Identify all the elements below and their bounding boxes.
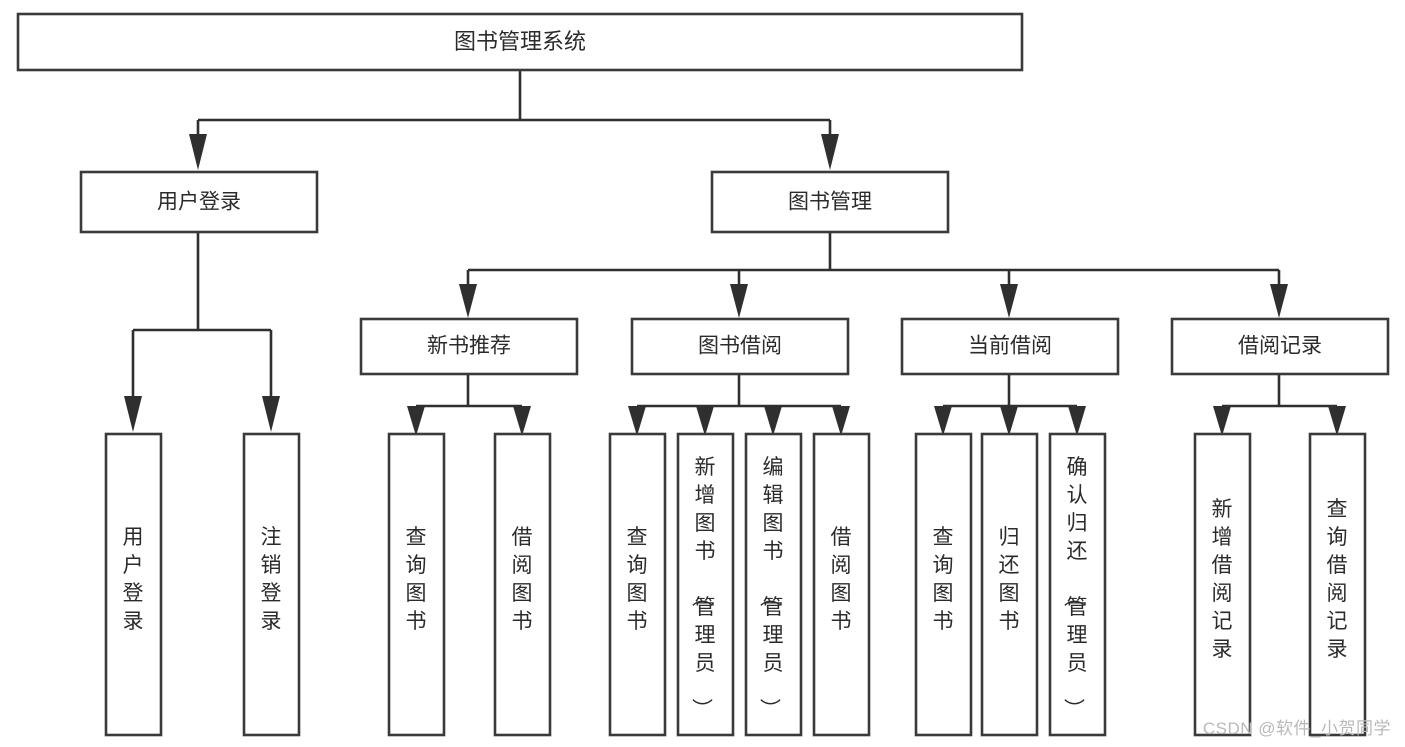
node-borrow-record[interactable]: 借阅记录 [1170,317,1390,376]
leaf-node-user-login-2-label: 注销登录 [261,526,282,633]
leaf-node-borrow-record-1-label: 新增借阅记录 [1212,498,1233,661]
leaf-node-book-borrow-3[interactable]: 编辑图书（管理员） [744,432,803,737]
leaf-node-borrow-record-1[interactable]: 新增借阅记录 [1193,432,1252,737]
arrowhead-current-borrow-leaf-1 [934,406,952,436]
leaf-node-book-borrow-2[interactable]: 新增图书（管理员） [676,432,735,737]
node-new-book-recommend[interactable]: 新书推荐 [359,317,579,376]
node-new-book-recommend-label: 新书推荐 [427,335,511,358]
leaf-node-user-login-2[interactable]: 注销登录 [242,432,301,737]
leaf-node-book-borrow-4-box[interactable] [812,432,871,737]
node-user-login-label: 用户登录 [157,191,241,214]
arrowhead-book-borrow-leaf-3 [764,406,782,436]
leaf-node-borrow-record-2-label: 查询借阅记录 [1327,498,1348,661]
leaf-node-user-login-1-box[interactable] [104,432,163,737]
leaf-node-new-book-1-box[interactable] [387,432,446,737]
leaf-group-current-borrow: 查询图书 归还图书 确认归还（管理员） [914,432,1107,737]
leaf-group-book-borrow: 查询图书 新增图书（管理员） 编辑图书（管理员） 借阅图书 [608,432,871,737]
arrowhead-user-login-leaf-2 [262,396,280,432]
node-root-system-label: 图书管理系统 [454,29,586,54]
leaf-node-book-borrow-1-box[interactable] [608,432,667,737]
arrowhead-borrow-record-leaf-1 [1213,406,1231,436]
leaf-node-user-login-1[interactable]: 用户登录 [104,432,163,737]
arrowhead-book-borrow-leaf-2 [696,406,714,436]
arrowhead-current-borrow-leaf-2 [1000,406,1018,436]
leaf-node-user-login-1-label: 用户登录 [123,526,144,633]
leaf-group-user-login: 用户登录 注销登录 [104,432,301,737]
node-book-management-label: 图书管理 [788,191,872,214]
arrowhead-book-borrow [730,284,748,318]
leaf-node-borrow-record-2-box[interactable] [1308,432,1367,737]
node-book-management-box[interactable] [710,170,950,234]
node-new-book-recommend-box[interactable] [359,317,579,376]
node-book-borrow[interactable]: 图书借阅 [630,317,850,376]
leaf-group-borrow-record: 新增借阅记录 查询借阅记录 [1193,432,1367,737]
connector-group-borrow-record [1213,374,1346,436]
connector-group-book-borrow [628,374,850,436]
node-user-login[interactable]: 用户登录 [79,170,319,234]
leaf-node-current-borrow-1[interactable]: 查询图书 [914,432,973,737]
arrowhead-book-mgmt [821,134,839,170]
leaf-node-current-borrow-3-box[interactable] [1048,432,1107,737]
leaf-node-borrow-record-1-box[interactable] [1193,432,1252,737]
node-borrow-record-label: 借阅记录 [1238,335,1322,358]
leaf-node-current-borrow-1-label: 查询图书 [933,526,954,633]
leaf-node-current-borrow-3-label: 确认归还（管理员） [1062,456,1088,719]
leaf-node-book-borrow-2-box[interactable] [676,432,735,737]
connector-group-book-mgmt [459,232,1288,318]
leaf-node-current-borrow-3[interactable]: 确认归还（管理员） [1048,432,1107,737]
arrowhead-borrow-record [1270,284,1288,318]
leaf-node-user-login-2-box[interactable] [242,432,301,737]
leaf-node-current-borrow-2-box[interactable] [980,432,1039,737]
node-root-system[interactable]: 图书管理系统 [16,12,1024,72]
leaf-node-book-borrow-1-label: 查询图书 [627,526,648,633]
node-current-borrow-box[interactable] [900,317,1120,376]
connector-group-current-borrow [934,374,1086,436]
connector-group-root [189,70,839,170]
arrowhead-user-login [189,134,207,170]
leaf-node-book-borrow-1[interactable]: 查询图书 [608,432,667,737]
node-book-borrow-label: 图书借阅 [698,335,782,358]
leaf-node-borrow-record-2[interactable]: 查询借阅记录 [1308,432,1367,737]
leaf-node-new-book-2-box[interactable] [493,432,552,737]
node-current-borrow[interactable]: 当前借阅 [900,317,1120,376]
arrowhead-new-book-leaf-1 [407,406,425,436]
leaf-node-current-borrow-2-label: 归还图书 [999,526,1020,633]
node-current-borrow-label: 当前借阅 [968,335,1052,358]
arrowhead-new-book-leaf-2 [513,406,531,436]
connector-group-user-login [124,232,280,432]
arrowhead-book-borrow-leaf-1 [628,406,646,436]
leaf-node-new-book-2[interactable]: 借阅图书 [493,432,552,737]
node-borrow-record-box[interactable] [1170,317,1390,376]
leaf-node-current-borrow-2[interactable]: 归还图书 [980,432,1039,737]
node-user-login-box[interactable] [79,170,319,234]
arrowhead-new-book-recommend [459,284,477,318]
leaf-node-new-book-2-label: 借阅图书 [512,526,533,633]
leaf-node-current-borrow-1-box[interactable] [914,432,973,737]
leaf-node-new-book-1-label: 查询图书 [406,526,427,633]
leaf-node-book-borrow-4[interactable]: 借阅图书 [812,432,871,737]
leaf-node-book-borrow-4-label: 借阅图书 [831,526,852,633]
arrowhead-borrow-record-leaf-2 [1328,406,1346,436]
leaf-group-new-book-recommend: 查询图书 借阅图书 [387,432,552,737]
leaf-node-book-borrow-3-box[interactable] [744,432,803,737]
arrowhead-book-borrow-leaf-4 [832,406,850,436]
node-book-borrow-box[interactable] [630,317,850,376]
leaf-node-new-book-1[interactable]: 查询图书 [387,432,446,737]
connector-group-new-book-recommend [407,374,531,436]
node-root-system-box[interactable] [16,12,1024,72]
csdn-watermark: CSDN @软件_小贺同学 [1202,719,1391,738]
arrowhead-current-borrow-leaf-3 [1068,406,1086,436]
leaf-node-book-borrow-3-label: 编辑图书（管理员） [758,456,784,719]
arrowhead-current-borrow [1000,284,1018,318]
leaf-node-book-borrow-2-label: 新增图书（管理员） [690,456,716,719]
arrowhead-user-login-leaf-1 [124,396,142,432]
node-book-management[interactable]: 图书管理 [710,170,950,234]
